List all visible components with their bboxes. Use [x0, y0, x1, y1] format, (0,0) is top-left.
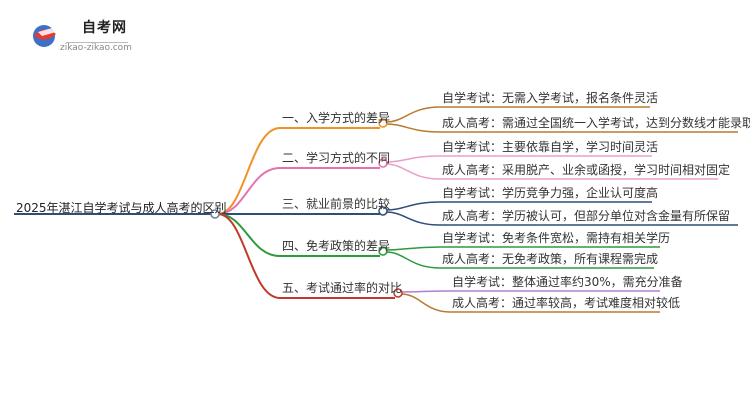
leaf-3b: 成人高考：学历被认可，但部分单位对含金量有所保留 — [442, 209, 731, 223]
leaf-4a: 自学考试：免考条件宽松，需持有相关学历 — [442, 231, 671, 245]
leaf-5a: 自学考试：整体通过率约30%，需充分准备 — [452, 275, 683, 289]
branch-2-line — [217, 167, 380, 215]
brand-domain: zikao-zikao.com — [60, 43, 132, 53]
graduation-cap-icon — [33, 25, 56, 47]
leaf-1a: 自学考试：无需入学考试，报名条件灵活 — [442, 91, 659, 105]
root-topic: 2025年湛江自学考试与成人高考的区别 — [16, 201, 227, 215]
branch-4-line — [217, 213, 380, 257]
leaf-1b: 成人高考：需通过全国统一入学考试，达到分数线才能录取 — [442, 116, 750, 130]
branch-4-label: 四、免考政策的差异 — [282, 239, 391, 253]
leaf-2b: 成人高考：采用脱产、业余或函授，学习时间相对固定 — [442, 163, 731, 177]
leaf-4b: 成人高考：无免考政策，所有课程需完成 — [442, 252, 659, 266]
branch-1-label: 一、入学方式的差异 — [282, 111, 391, 125]
leaf-5b: 成人高考：通过率较高，考试难度相对较低 — [452, 296, 681, 310]
branch-2-label: 二、学习方式的不同 — [282, 151, 391, 165]
root-node — [210, 209, 220, 219]
branch-5-line — [217, 213, 395, 299]
leaf-3a: 自学考试：学历竞争力强，企业认可度高 — [442, 186, 659, 200]
brand-name: 自考网 — [82, 20, 127, 36]
branch-3-label: 三、就业前景的比较 — [282, 197, 391, 211]
leaf-2a: 自学考试：主要依靠自学，学习时间灵活 — [442, 140, 659, 154]
branch-5-label: 五、考试通过率的对比 — [282, 281, 403, 295]
brand-divider — [66, 42, 128, 43]
branch-1-line — [217, 127, 380, 215]
